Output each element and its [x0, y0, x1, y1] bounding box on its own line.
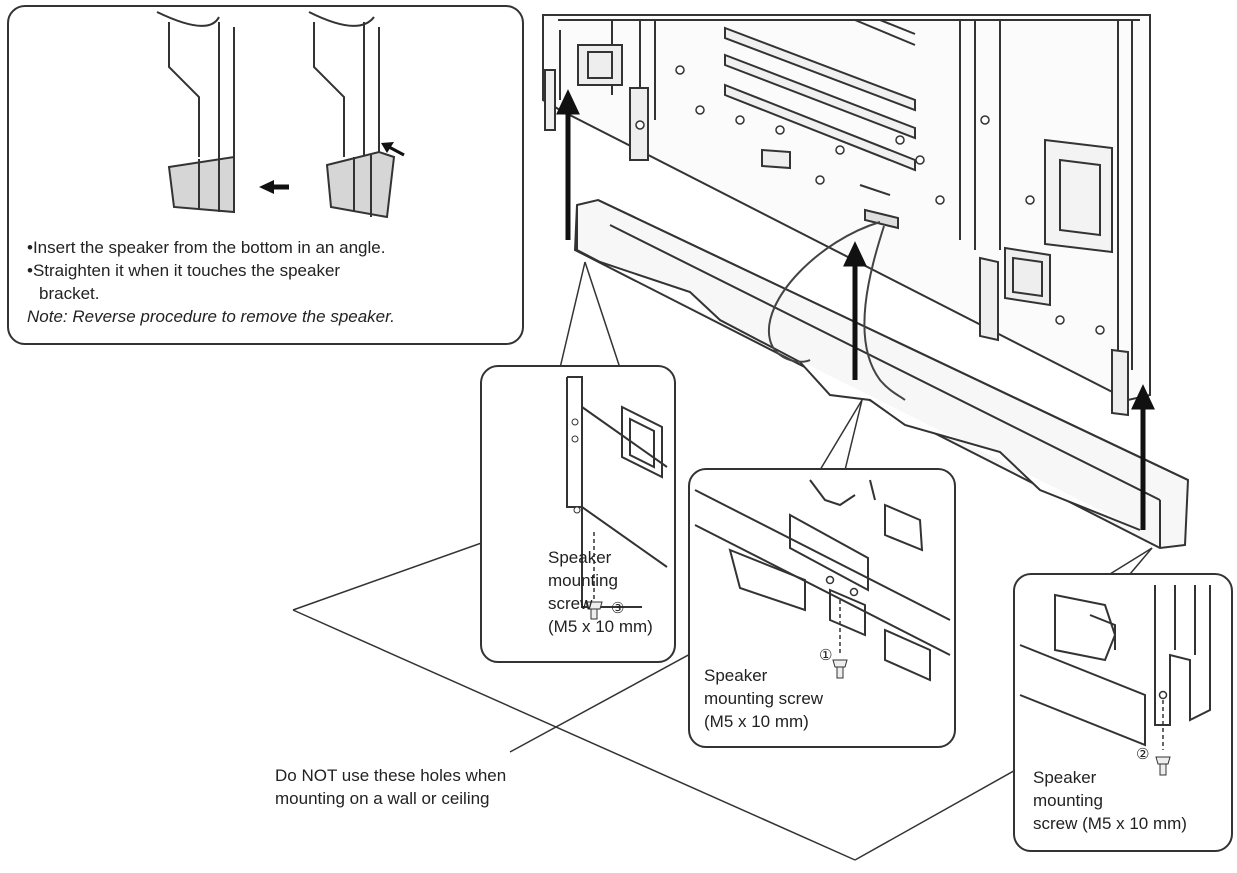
right-screw-label-2: mounting [1033, 791, 1103, 810]
instruction-line-3: bracket. [39, 284, 100, 303]
left-screw-label-1: Speaker [548, 548, 612, 567]
instruction-line-1: •Insert the speaker from the bottom in a… [27, 238, 386, 257]
center-detail-illustration [694, 479, 951, 682]
warning-line-1: Do NOT use these holes when [275, 766, 507, 785]
center-screw-label-3: (M5 x 10 mm) [704, 712, 809, 731]
screw-1-marker: ① [819, 646, 833, 664]
tv-panel-back [542, 14, 1151, 417]
left-screw-label-2: mounting [548, 571, 618, 590]
insertion-illustration [156, 11, 405, 219]
warning-line-2: mounting on a wall or ceiling [275, 789, 490, 808]
speaker-bar [573, 198, 1190, 550]
lift-arrows [556, 89, 1155, 530]
screw-2-marker: ② [1136, 745, 1150, 763]
instruction-note: Note: Reverse procedure to remove the sp… [27, 307, 395, 326]
right-screw-callout: ② Speaker mounting screw (M5 x 10 mm) [1013, 573, 1233, 852]
screw-3-marker: ③ [611, 599, 625, 617]
callout-leaders [559, 261, 1153, 575]
left-screw-label-4: (M5 x 10 mm) [548, 617, 653, 636]
right-screw-label-3: screw (M5 x 10 mm) [1033, 814, 1187, 833]
left-detail-illustration [566, 376, 668, 620]
center-screw-callout: ① Speaker mounting screw (M5 x 10 mm) [688, 468, 956, 748]
right-screw-label-1: Speaker [1033, 768, 1097, 787]
left-screw-callout: ③ Speaker mounting screw (M5 x 10 mm) [480, 365, 676, 663]
instruction-callout: •Insert the speaker from the bottom in a… [7, 5, 524, 345]
center-screw-label-2: mounting screw [704, 689, 824, 708]
left-screw-label-3: screw [548, 594, 593, 613]
panel-screw-holes [635, 65, 1105, 335]
right-detail-illustration [1019, 585, 1211, 776]
speaker-cable [767, 221, 906, 401]
center-screw-label-1: Speaker [704, 666, 768, 685]
instruction-line-2: •Straighten it when it touches the speak… [27, 261, 341, 280]
